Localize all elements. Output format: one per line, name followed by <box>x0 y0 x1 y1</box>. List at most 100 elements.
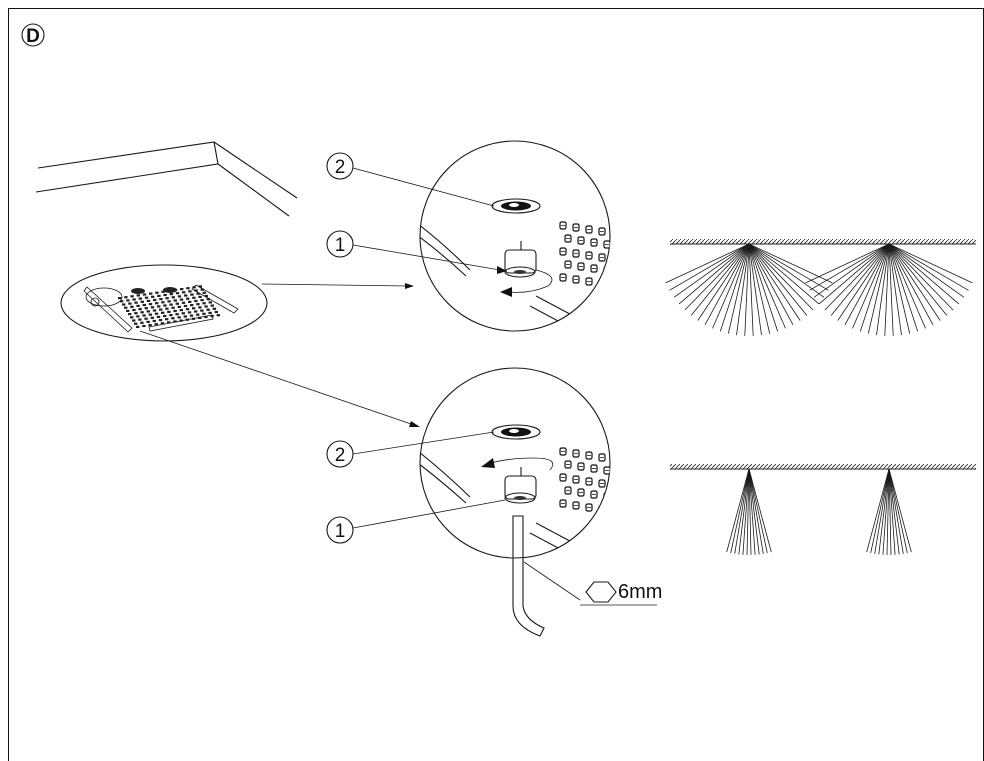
plate-nozzle <box>154 312 159 315</box>
plate-nozzle <box>186 297 190 300</box>
plate-nozzle <box>120 300 124 303</box>
panel-label: D <box>21 23 45 47</box>
spray-line <box>736 243 750 336</box>
plate-nozzle <box>142 303 146 307</box>
spray-line <box>888 243 954 311</box>
plate-nozzle <box>198 316 202 319</box>
plate-nozzle <box>179 309 183 312</box>
spray-line <box>748 243 808 316</box>
spray-line <box>665 243 750 284</box>
spray-line <box>809 243 890 291</box>
plate-nozzle <box>196 303 200 306</box>
spray-line <box>874 468 890 554</box>
plate-nozzle <box>140 311 144 314</box>
plate-nozzle <box>192 307 196 310</box>
spray-line <box>738 468 750 555</box>
wrench-size-label: 6mm <box>618 581 662 603</box>
spray-line <box>888 468 896 555</box>
plate-nozzle <box>175 302 179 305</box>
plate-nozzle <box>130 295 134 298</box>
spray-line <box>719 243 750 332</box>
plate-nozzle <box>146 320 150 323</box>
spray-line <box>844 243 890 325</box>
detail-nozzle <box>612 456 618 463</box>
plate-nozzle <box>182 291 186 294</box>
plate-nozzle <box>190 304 194 307</box>
plate-nozzle <box>163 304 167 307</box>
plate-nozzle <box>192 296 196 299</box>
leader-arrows <box>139 283 420 427</box>
nozzle-part <box>504 241 537 278</box>
plate-nozzle <box>144 296 149 299</box>
plate-nozzle <box>200 309 204 312</box>
plate-nozzle <box>204 305 208 308</box>
plate-nozzle <box>169 314 173 317</box>
plate-nozzle <box>175 313 179 316</box>
plate-nozzle <box>138 308 142 311</box>
plate-nozzle <box>181 301 186 304</box>
detail-nozzle <box>612 256 618 263</box>
spray-line <box>830 243 890 316</box>
detail-nozzle <box>612 230 618 237</box>
spray-line <box>824 243 890 311</box>
detail-nozzle <box>612 482 618 489</box>
plate-nozzle <box>144 307 148 310</box>
plate-nozzle <box>210 304 214 307</box>
detail-circle-top <box>419 140 631 332</box>
plate-nozzle <box>198 306 202 309</box>
detail-nozzle <box>612 508 618 515</box>
spray-fan <box>726 468 772 556</box>
plate-nozzle <box>184 294 188 297</box>
plate-nozzle <box>142 314 146 317</box>
plate-nozzle <box>136 294 140 297</box>
plate-nozzle <box>173 299 177 302</box>
plate-nozzle <box>150 306 155 309</box>
plate-nozzle <box>136 325 140 328</box>
plate-nozzle <box>198 285 202 288</box>
plate-nozzle <box>126 309 130 312</box>
plate-nozzle <box>159 308 163 311</box>
plate-nozzle <box>140 321 144 324</box>
spray-line <box>684 243 750 311</box>
plate-nozzle <box>142 293 147 296</box>
plate-nozzle <box>161 301 165 304</box>
plate-nozzle <box>194 289 198 292</box>
plate-nozzle <box>148 303 153 306</box>
spray-line <box>734 468 750 554</box>
spray-pattern-wide <box>665 239 976 336</box>
plate-nozzle <box>163 293 167 297</box>
spray-line <box>726 468 750 553</box>
spray-line <box>886 468 890 556</box>
spray-line <box>748 243 754 336</box>
detail-nozzle <box>625 258 631 265</box>
plate-nozzle <box>200 299 204 302</box>
spray-line <box>888 468 900 555</box>
spray-line <box>852 243 890 329</box>
plate-nozzle <box>200 288 204 291</box>
plate-nozzle <box>152 319 156 323</box>
spray-line <box>888 243 902 336</box>
plate-nozzle <box>144 317 148 320</box>
plate-nozzle <box>160 322 165 325</box>
plate-nozzle <box>181 312 185 315</box>
wrench-size-callout: 6mm <box>523 561 662 606</box>
panel-letter: D <box>26 26 40 47</box>
spray-line <box>859 243 890 332</box>
svg-text:1: 1 <box>335 235 346 256</box>
plate-nozzle <box>124 306 128 309</box>
plate-nozzle <box>169 303 173 306</box>
plate-nozzle <box>204 294 208 298</box>
plate-nozzle <box>212 307 216 310</box>
spray-line <box>748 243 779 332</box>
spray-line <box>748 468 764 554</box>
spray-pattern-narrow <box>670 464 976 556</box>
spray-line <box>748 243 829 291</box>
spray-line <box>818 243 890 305</box>
detail-nozzle <box>625 484 631 491</box>
plate-nozzle <box>158 319 163 322</box>
plate-nozzle <box>161 290 165 293</box>
plate-nozzle <box>152 309 157 312</box>
detail-nozzle <box>625 510 631 517</box>
spray-line <box>888 243 926 329</box>
